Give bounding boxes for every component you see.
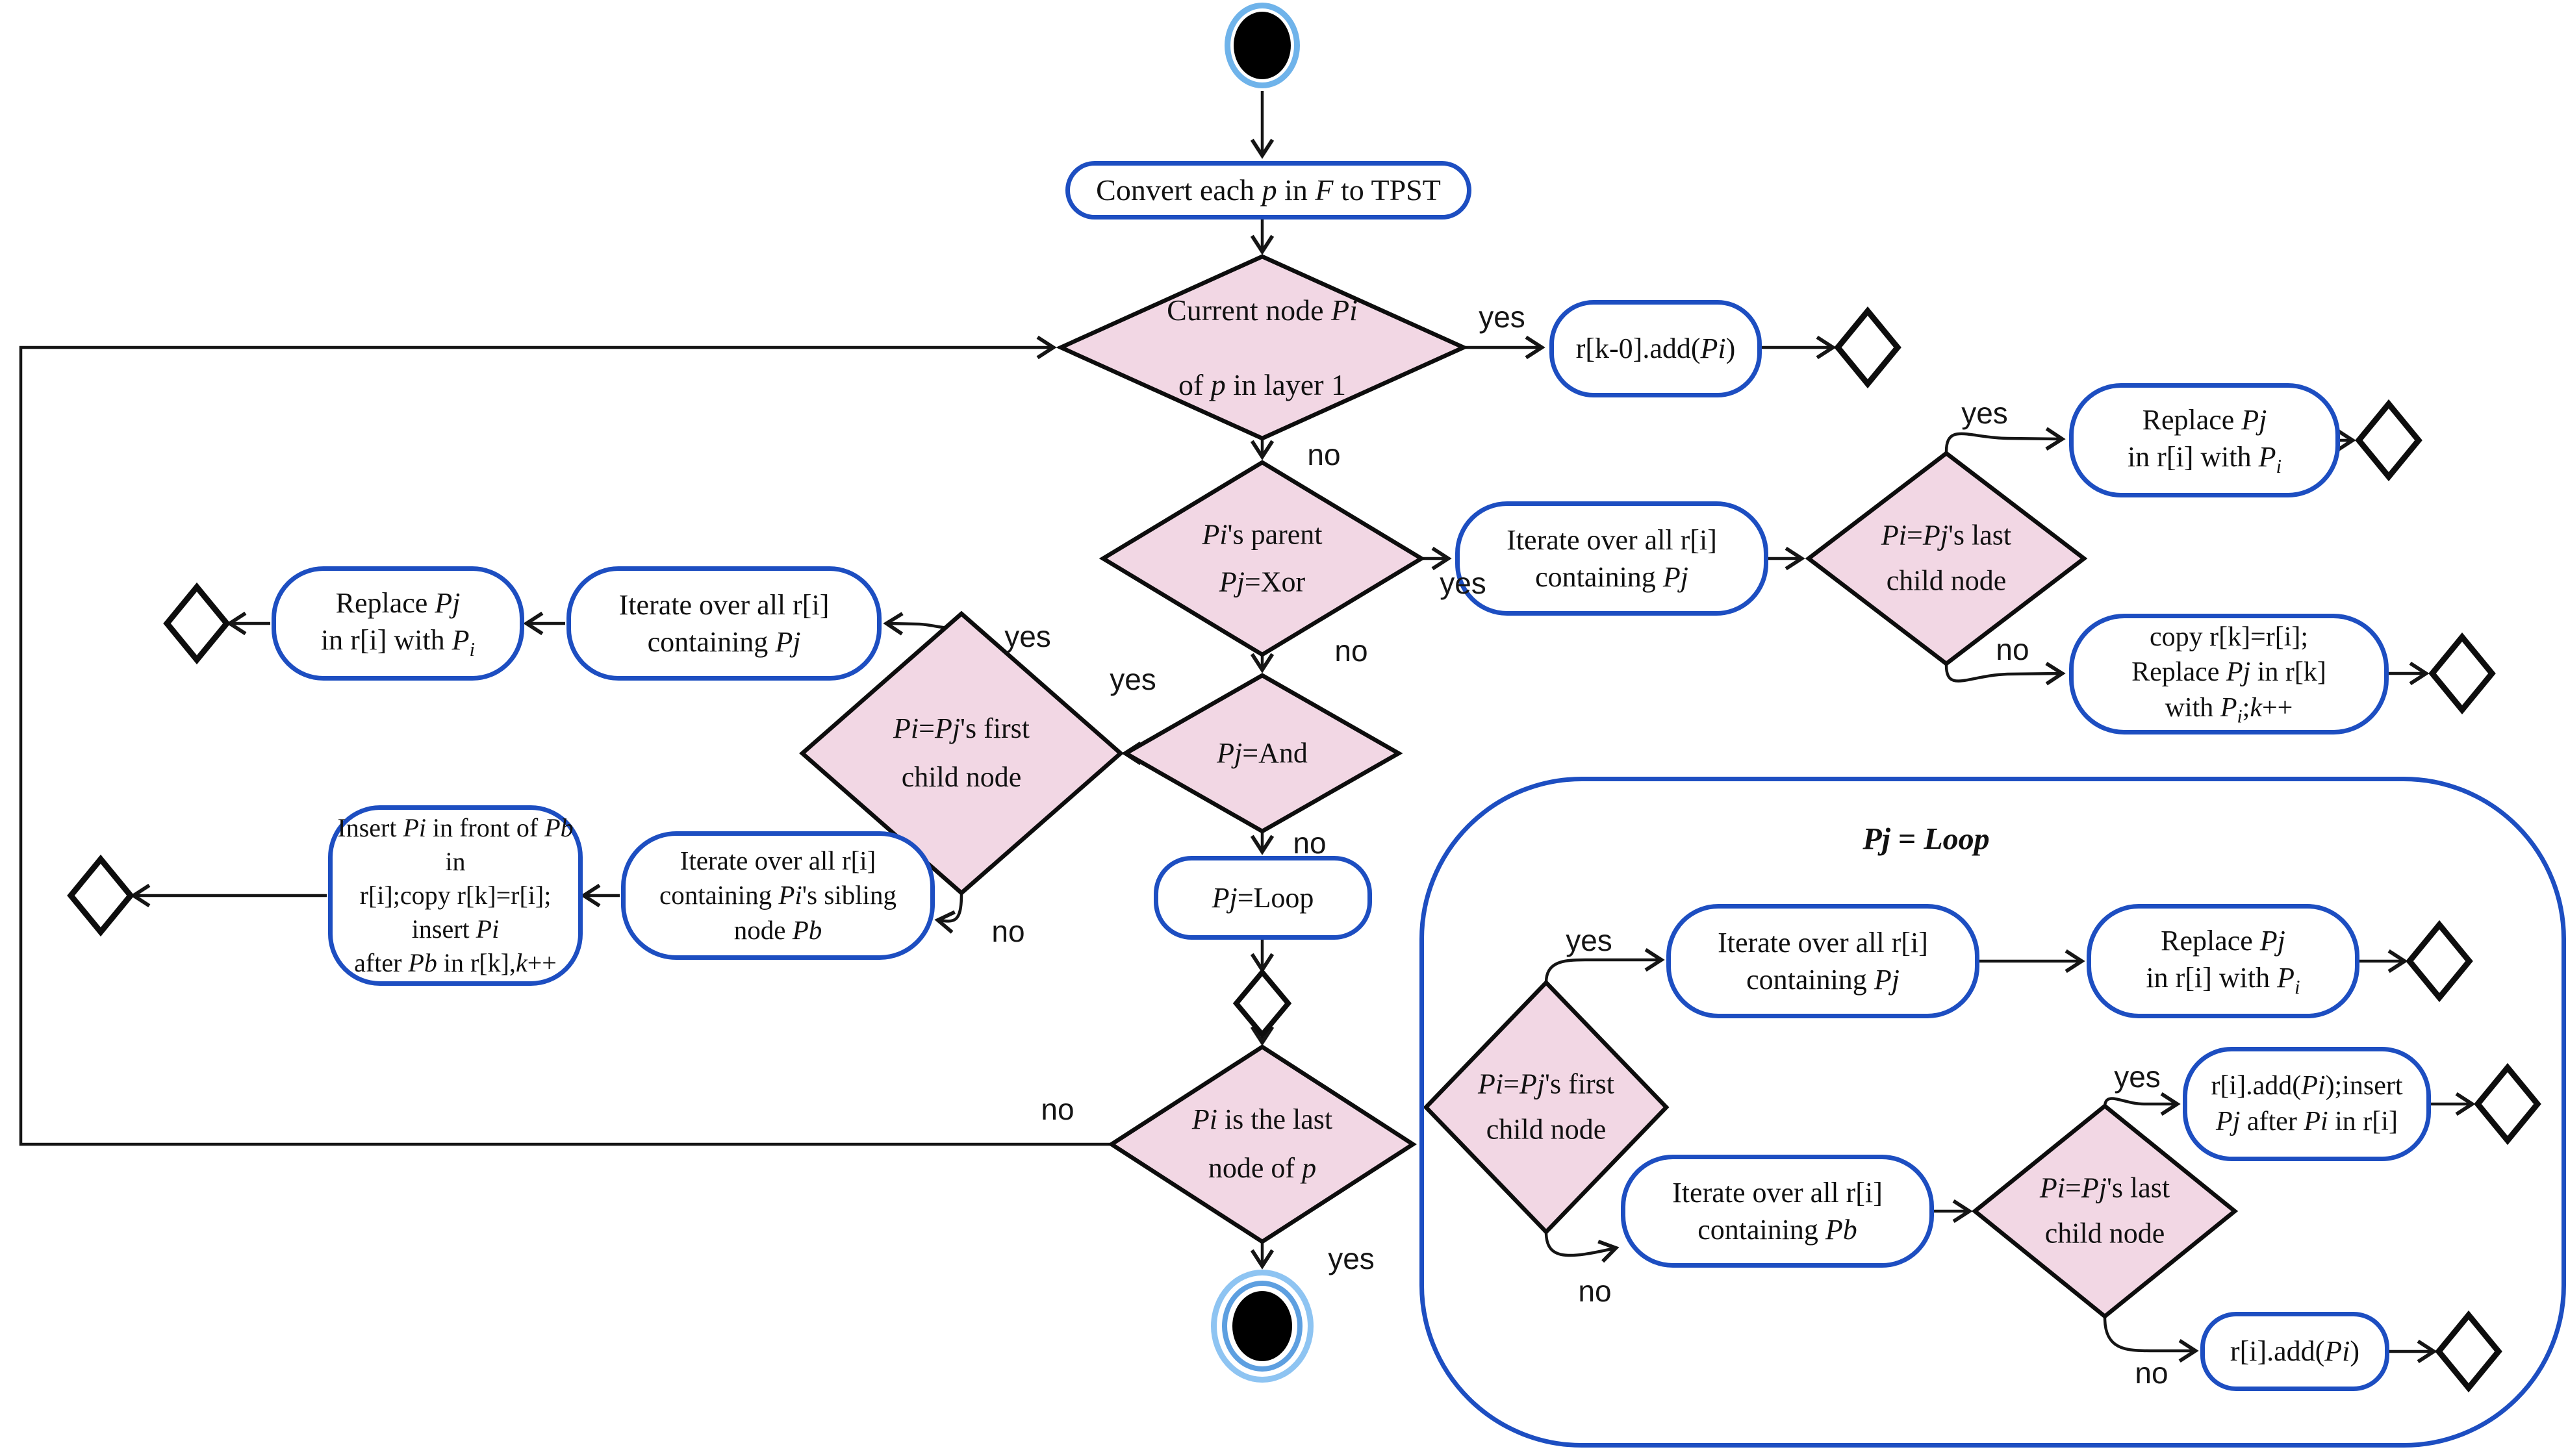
label-loop-firstchild-no: no — [1578, 1274, 1612, 1308]
action-iterate-sibling-pb: Iterate over all r[i] containing Pi's si… — [621, 831, 935, 960]
decision-last-node-of-p-label: Pi is the last node of p — [1191, 1103, 1333, 1184]
loop-action-iterate-ri-pb: Iterate over all r[i] containing Pb — [1621, 1155, 1934, 1268]
decision-current-node-layer1-label: Current node Pi of p in layer 1 — [1167, 294, 1358, 401]
loop-action-iterate-ri-pj: Iterate over all r[i] containing Pj — [1666, 904, 1979, 1018]
label-loop-lastchild-yes: yes — [2114, 1060, 2161, 1094]
loop-decision-last-child-label: Pi=Pj's last child node — [2039, 1172, 2170, 1249]
label-lastnode-yes: yes — [1328, 1242, 1375, 1275]
decision-first-child-left — [799, 610, 1124, 896]
action-iterate-ri-pj-right: Iterate over all r[i] containing Pj — [1455, 501, 1768, 616]
flow-final-7 — [2474, 1062, 2541, 1146]
loop-action-replace-pj: Replace Pj in r[i] with Pi — [2087, 904, 2359, 1018]
label-lastchild-right-no: no — [1996, 633, 2029, 666]
merge-diamond — [1232, 968, 1292, 1039]
action-pj-loop: Pj=Loop — [1154, 856, 1372, 940]
action-replace-pj-top-right: Replace Pj in r[i] with Pi — [2069, 383, 2340, 497]
label-layer1-yes: yes — [1479, 300, 1525, 334]
loop-decision-last-child — [1971, 1103, 2239, 1320]
action-copy-rk: copy r[k]=r[i]; Replace Pj in r[k] with … — [2069, 614, 2389, 734]
decision-pj-and-label: Pj=And — [1217, 737, 1308, 770]
decision-first-child-left-label: Pi=Pj's first child node — [893, 712, 1030, 793]
label-firstchild-left-no: no — [991, 914, 1025, 948]
label-xor-yes: yes — [1440, 566, 1486, 600]
decision-last-child-right-label: Pi=Pj's last child node — [1881, 519, 2012, 597]
flow-final-2 — [2355, 399, 2422, 482]
edge-loop-firstchild-no — [1544, 1231, 1620, 1263]
label-xor-no: no — [1334, 634, 1368, 668]
flow-final-4 — [163, 582, 231, 665]
edge-loop-lastchild-yes — [2103, 1092, 2181, 1116]
pj-loop-region-title: Pj = Loop — [1862, 822, 1990, 857]
decision-last-child-right — [1805, 450, 2088, 667]
loop-decision-first-child-label: Pi=Pj's first child node — [1478, 1068, 1614, 1146]
action-iterate-ri-pj-left: Iterate over all r[i] containing Pj — [566, 566, 882, 681]
edge-lastnode-no-loopback — [19, 335, 1112, 1146]
label-lastchild-right-yes: yes — [1961, 396, 2008, 430]
label-layer1-no: no — [1307, 438, 1341, 471]
loop-decision-first-child — [1423, 979, 1670, 1235]
flow-final-5 — [67, 854, 134, 937]
initial-node — [1234, 12, 1291, 79]
flow-final-6 — [2406, 920, 2473, 1003]
edge-loop-lastchild-no — [2103, 1317, 2199, 1363]
label-loop-firstchild-yes: yes — [1566, 923, 1612, 957]
label-and-yes: yes — [1110, 662, 1156, 696]
edge-loop-firstchild-yes — [1544, 948, 1665, 983]
decision-parent-xor-label: Pi's parent Pj=Xor — [1202, 518, 1323, 597]
flow-final-1 — [1834, 306, 1901, 389]
label-loop-lastchild-no: no — [2135, 1356, 2168, 1390]
pj-loop-region — [1419, 777, 2566, 1448]
loop-action-ri-add-insert: r[i].add(Pi);insert Pj after Pi in r[i] — [2183, 1047, 2431, 1161]
label-firstchild-left-yes: yes — [1004, 620, 1051, 653]
flow-final-3 — [2428, 632, 2496, 715]
label-lastnode-no: no — [1041, 1092, 1074, 1126]
loop-action-ri-add: r[i].add(Pi) — [2200, 1312, 2389, 1391]
decision-parent-xor — [1099, 460, 1426, 657]
edge-lastchild-yes — [1944, 427, 2066, 453]
label-and-no: no — [1293, 826, 1327, 860]
decision-last-node-of-p — [1108, 1044, 1417, 1244]
action-rk0-add: r[k-0].add(Pi) — [1549, 300, 1762, 397]
action-convert-tpst: Convert each p in F to TPST — [1065, 161, 1471, 220]
action-insert-pi-pb: Insert Pi in front of Pb in r[i];copy r[… — [328, 805, 583, 986]
decision-pj-and — [1121, 673, 1403, 834]
action-replace-pj-left: Replace Pj in r[i] with Pi — [272, 566, 524, 681]
final-node — [1232, 1291, 1292, 1361]
edge-firstchild-no — [934, 894, 963, 934]
decision-current-node-layer1 — [1056, 254, 1469, 441]
edge-lastchild-no — [1944, 662, 2066, 686]
